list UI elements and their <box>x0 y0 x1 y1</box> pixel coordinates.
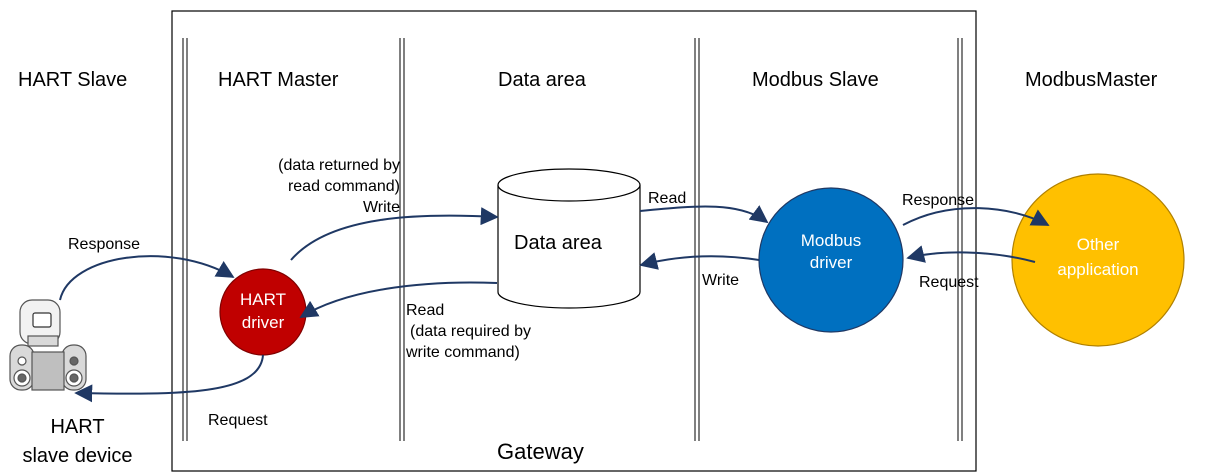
label-response-right: Response <box>902 192 975 209</box>
modbus-driver-label-line2: driver <box>809 253 853 272</box>
header-modbus-slave: Modbus Slave <box>752 69 879 91</box>
label-write-upper: (data returned by read command) Write <box>230 155 400 218</box>
label-read-lower: Read (data required by write command) <box>406 300 531 363</box>
label-write-upper-line1: (data returned by <box>278 157 400 174</box>
hart-driver-label-line1: HART <box>240 290 286 309</box>
gateway-frame <box>171 10 977 472</box>
arrow-write-right <box>639 252 760 270</box>
modbus-driver-label-line1: Modbus <box>800 231 862 250</box>
hart-driver-label: HART driver <box>220 288 306 334</box>
slave-device-label-line2: slave device <box>22 445 133 467</box>
label-write-upper-line2: read command) <box>287 178 400 195</box>
label-read-right: Read <box>648 190 687 207</box>
header-data-area: Data area <box>498 69 586 91</box>
hart-driver-label-line2: driver <box>241 313 285 332</box>
label-request-left: Request <box>208 412 268 429</box>
gateway-label: Gateway <box>497 439 584 464</box>
header-modbus-master: ModbusMaster <box>1025 69 1158 91</box>
label-read-lower-line2: (data required by <box>410 323 531 340</box>
column-divider <box>182 38 963 441</box>
arrow-response-left <box>59 255 235 301</box>
label-read-lower-line1: Read <box>406 302 445 319</box>
other-application-label: Other application <box>1025 232 1171 282</box>
other-application-label-line2: application <box>1057 260 1139 279</box>
label-write-right: Write <box>702 272 740 289</box>
modbus-driver-label: Modbus driver <box>770 230 892 274</box>
arrow-read-right <box>639 205 769 224</box>
arrow-response-right <box>902 207 1050 226</box>
header-hart-master: HART Master <box>218 69 339 91</box>
label-write-upper-line3: Write <box>362 199 400 216</box>
data-area-cylinder <box>497 168 641 309</box>
arrow-read-lower <box>299 281 498 318</box>
hart-slave-device-icon <box>9 299 87 391</box>
label-read-lower-line3: write command) <box>406 344 520 361</box>
label-request-right: Request <box>919 274 979 291</box>
arrow-request-left <box>74 354 264 403</box>
header-hart-slave: HART Slave <box>18 69 128 91</box>
data-area-label: Data area <box>514 232 602 254</box>
slave-device-label: HART slave device <box>10 413 145 471</box>
other-application-node <box>1011 173 1185 347</box>
label-response-left: Response <box>68 236 141 253</box>
other-application-label-line1: Other <box>1076 235 1120 254</box>
arrow-write-upper <box>290 207 499 261</box>
slave-device-label-line1: HART <box>50 416 105 438</box>
arrow-request-right <box>906 245 1036 263</box>
